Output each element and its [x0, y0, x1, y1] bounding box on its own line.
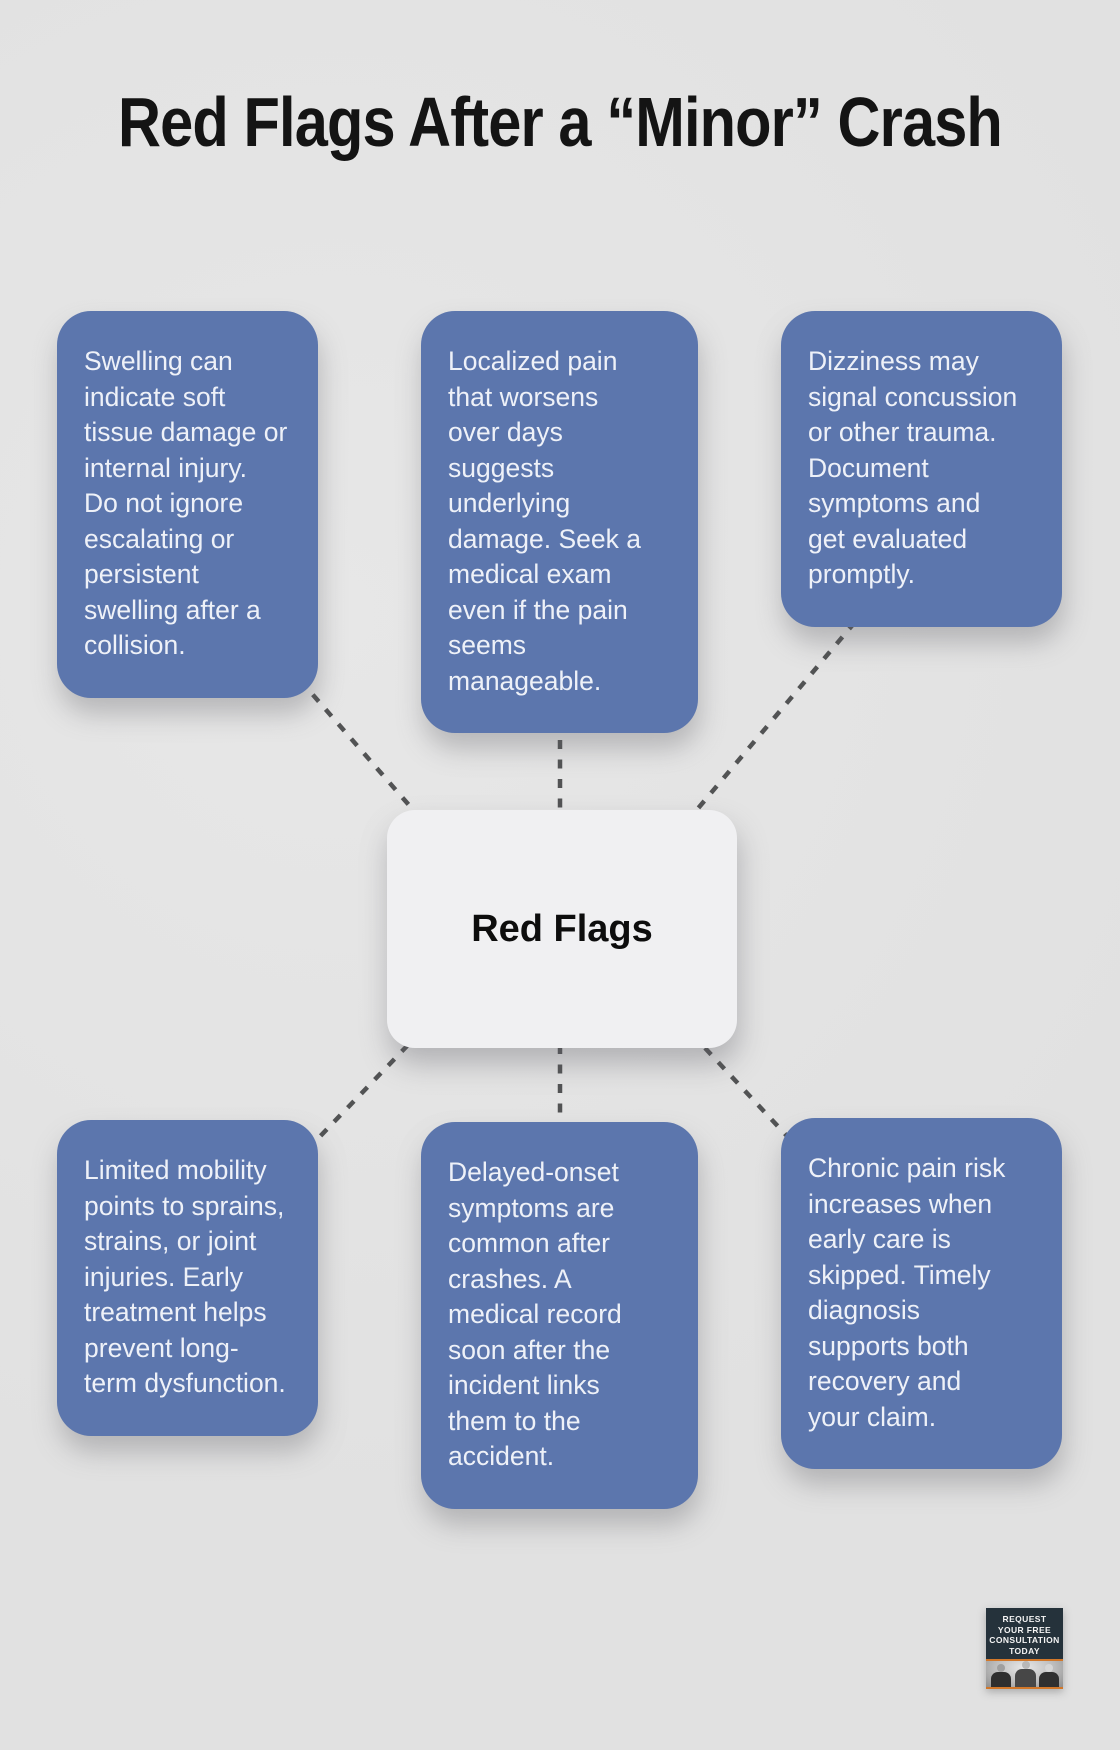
connector-line [703, 1046, 802, 1152]
consultation-badge[interactable]: REQUEST YOUR FREE CONSULTATION TODAY [986, 1608, 1063, 1689]
central-node: Red Flags [387, 810, 737, 1048]
person-silhouette [1015, 1669, 1036, 1687]
info-card-chronic-pain: Chronic pain risk increases when early c… [781, 1118, 1062, 1469]
person-silhouette [991, 1672, 1011, 1687]
info-card-swelling: Swelling can indicate soft tissue damage… [57, 311, 318, 698]
person-silhouette [1039, 1672, 1059, 1687]
central-node-label: Red Flags [471, 907, 653, 950]
connector-line [298, 678, 417, 814]
page-title-text: Red Flags After a “Minor” Crash [118, 83, 1003, 161]
info-card-delayed-onset: Delayed-onset symptoms are common after … [421, 1122, 698, 1509]
team-photo [986, 1661, 1063, 1687]
info-card-dizziness: Dizziness may signal concussion or other… [781, 311, 1062, 627]
connector-line [693, 620, 857, 814]
consultation-badge-text: REQUEST YOUR FREE CONSULTATION TODAY [989, 1614, 1060, 1656]
connector-line [303, 1043, 410, 1154]
badge-divider [986, 1687, 1063, 1689]
badge-divider [986, 1659, 1063, 1661]
info-card-limited-mobility: Limited mobility points to sprains, stra… [57, 1120, 318, 1436]
info-card-localized-pain: Localized pain that worsens over days su… [421, 311, 698, 733]
page-title: Red Flags After a “Minor” Crash [0, 84, 1120, 161]
